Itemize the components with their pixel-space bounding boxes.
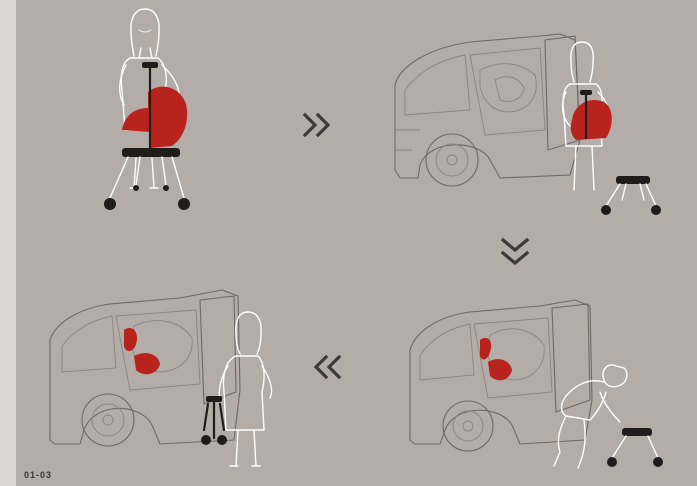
panel-3-folding-frame — [410, 300, 663, 468]
panel-4-carrying-folded-stroller — [50, 290, 272, 466]
stroller-seat-lifted — [571, 90, 612, 140]
car-seat-mounted — [480, 338, 512, 380]
woman-figure — [219, 312, 271, 466]
panel-2-car-lifting-seat — [395, 34, 661, 215]
double-chevron-left-icon — [316, 357, 339, 377]
car-outline — [395, 34, 580, 186]
stroller-seat-red — [122, 87, 187, 148]
stroller-frame-folded — [601, 176, 661, 215]
stroller-frame-folding — [607, 428, 663, 467]
panel-1-woman-with-stroller — [104, 9, 190, 210]
double-chevron-right-icon — [305, 115, 328, 135]
figure-code-label: 01-03 — [24, 470, 52, 480]
car-seat-mounted — [124, 328, 160, 374]
double-chevron-down-icon — [503, 240, 527, 263]
